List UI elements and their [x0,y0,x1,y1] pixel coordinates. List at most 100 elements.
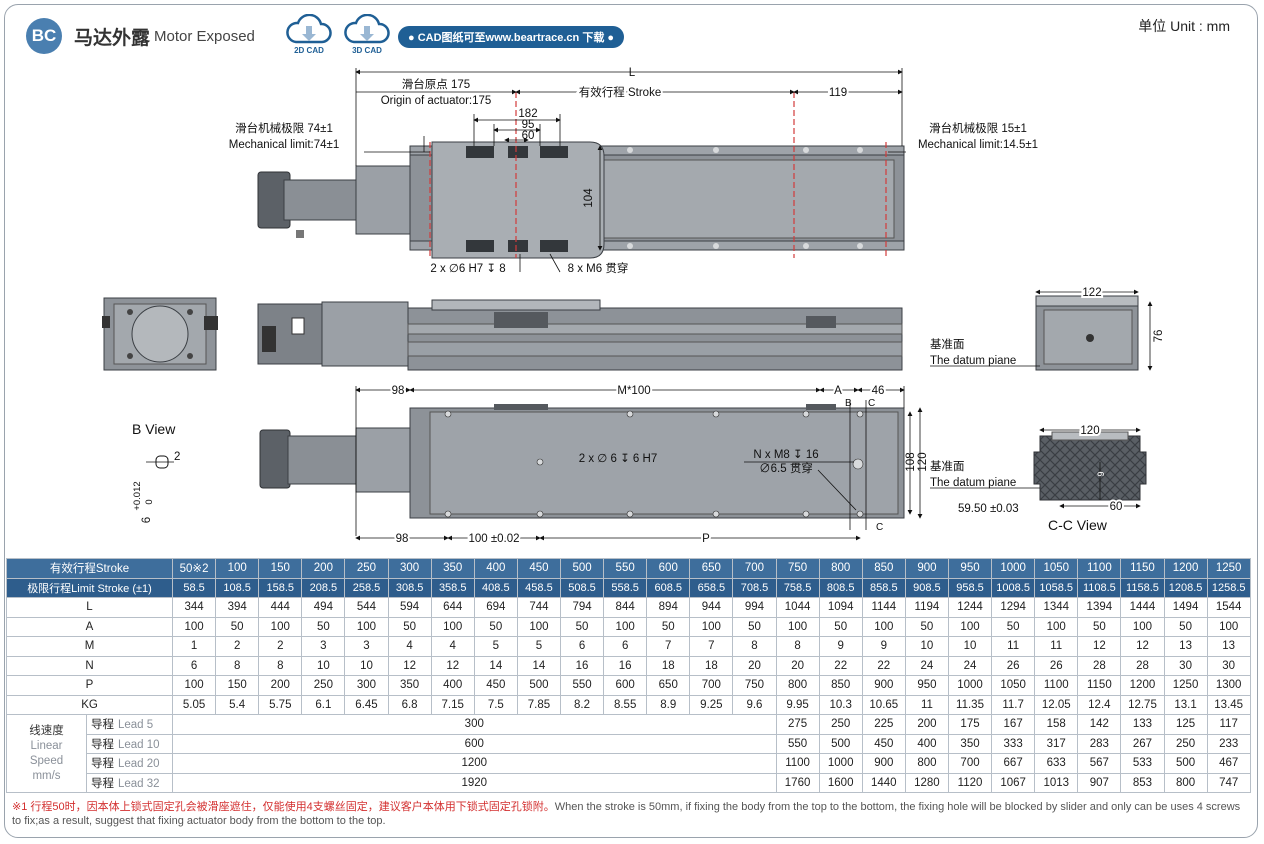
speed-span: 600 [172,733,777,754]
speed-span: 1920 [172,772,777,793]
stroke-cell: 850 [861,558,906,579]
table-cell: 200 [258,675,303,696]
table-cell: 12.75 [1120,694,1165,715]
speed-cell: 167 [991,714,1036,735]
speed-cell: 275 [775,714,820,735]
cad-3d-download[interactable]: 3D CAD [340,14,394,55]
label-C-bottom: C [876,522,883,533]
limit-cell: 58.5 [171,577,217,598]
table-cell: 5.05 [171,694,217,715]
limit-cell: 208.5 [301,577,346,598]
table-cell: 10.65 [861,694,906,715]
limit-cell: 958.5 [947,577,993,598]
stroke-cell: 450 [516,558,561,579]
table-cell: 13 [1163,636,1208,657]
stroke-cell: 800 [818,558,863,579]
table-cell: 10 [344,655,389,676]
table-cell: 6.8 [387,694,432,715]
cad-3d-label: 3D CAD [352,46,382,55]
table-cell: 6.1 [301,694,346,715]
table-cell: 500 [516,675,561,696]
table-cell: 100 [1120,616,1165,637]
table-cell: 100 [258,616,303,637]
b-view-2: 2 [174,451,180,463]
table-cell: 12 [430,655,475,676]
table-cell: 6.45 [344,694,389,715]
table-cell: 50 [991,616,1036,637]
table-cell: 50 [215,616,260,637]
table-cell: 100 [171,675,217,696]
table-cell: 394 [215,597,260,618]
dim-P: P [702,533,710,545]
table-cell: 5.4 [215,694,260,715]
speed-label-line: Speed [29,754,64,767]
table-cell: 450 [473,675,518,696]
dim-98-bottom: 98 [396,533,409,545]
speed-cell: 907 [1077,772,1122,793]
table-cell: 50 [1163,616,1208,637]
table-cell: 1250 [1163,675,1208,696]
row-label: N [6,655,173,676]
mech-limit-left-cn: 滑台机械极限 74±1 [235,121,333,135]
table-cell: 100 [775,616,820,637]
table-cell: 50 [301,616,346,637]
speed-cell: 567 [1077,753,1122,774]
limit-cell: 758.5 [775,577,820,598]
table-cell: 444 [258,597,303,618]
unit-label: 单位 Unit : mm [1138,18,1230,34]
speed-cell: 550 [775,733,820,754]
b-view-tol: +0.012 [132,481,143,510]
cc-view: 120 9 60 59.50 ±0.03 基准面 The datum piane… [930,423,1147,533]
table-cell: 22 [818,655,863,676]
speed-cell: 233 [1206,733,1251,754]
speed-cell: 667 [991,753,1036,774]
title-en: Motor Exposed [154,27,255,45]
stroke-cell: 1000 [991,558,1036,579]
footnote-text: When the stroke is 50mm, if fixing the b… [12,801,1241,827]
stroke-cell: 200 [301,558,346,579]
table-cell: 6 [559,636,605,657]
table-cell: 350 [387,675,432,696]
download-link[interactable]: ● CAD图纸可至www.beartrace.cn 下载 ● [398,26,625,48]
limit-cell: 308.5 [387,577,432,598]
datum-en-1: The datum piane [930,355,1016,367]
table-cell: 894 [646,597,691,618]
stroke-cell: 1100 [1077,558,1122,579]
speed-cell: 225 [861,714,906,735]
limit-header: 极限行程Limit Stroke (±1) [6,577,173,598]
stroke-cell: 250 [344,558,389,579]
lead-cn: 导程 [91,719,114,732]
limit-cell: 1158.5 [1120,577,1165,598]
table-cell: 400 [430,675,475,696]
dim-A: A [834,385,842,397]
dim-60-cc: 60 [1110,501,1123,513]
table-cell: 644 [430,597,475,618]
stroke-cell: 150 [258,558,303,579]
pin-hole-spec: 2 x ∅6 H7 ↧ 8 [430,263,505,275]
dim-76: 76 [1153,330,1165,343]
speed-cell: 250 [818,714,863,735]
limit-cell: 1108.5 [1077,577,1122,598]
cad-2d-download[interactable]: 2D CAD [282,14,336,55]
table-cell: 800 [775,675,820,696]
lead-cn: 导程 [91,738,114,751]
table-cell: 16 [559,655,605,676]
footnote: ※1 行程50时，因本体上锁式固定孔会被滑座遮住，仅能使用4支螺丝固定，建议客户… [12,800,1252,828]
limit-cell: 708.5 [732,577,777,598]
table-cell: 9 [861,636,906,657]
speed-cell: 175 [947,714,993,735]
speed-cell: 125 [1163,714,1208,735]
lead-cn: 导程 [91,758,114,771]
table-cell: 50 [1077,616,1122,637]
stroke-cell: 50※2 [171,558,217,579]
stroke-cell: 1150 [1120,558,1165,579]
lead-cn: 导程 [91,777,114,790]
